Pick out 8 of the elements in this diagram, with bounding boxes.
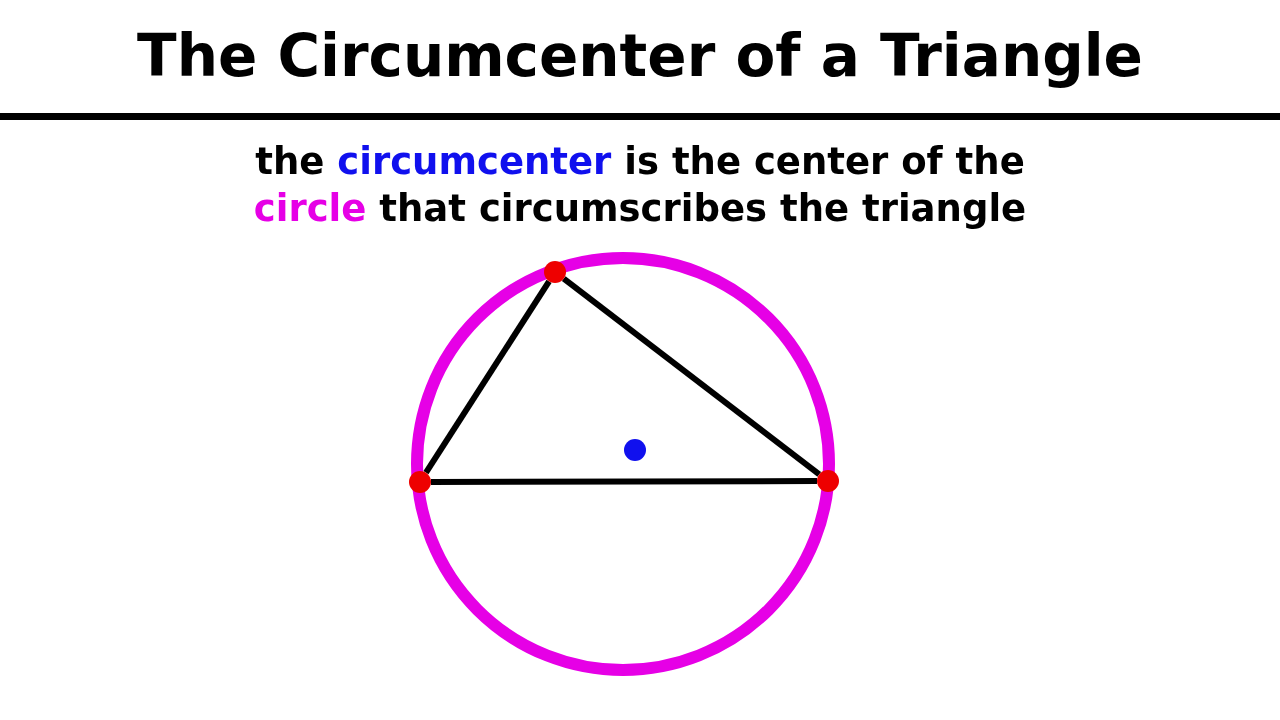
vertex-point xyxy=(817,470,839,492)
title: The Circumcenter of a Triangle xyxy=(136,21,1144,92)
vertex-point xyxy=(544,261,566,283)
triangle-side xyxy=(561,276,822,477)
definition-text: the circumcenter is the center of the circle that circumscribes the triangle xyxy=(252,139,1028,232)
triangle-side xyxy=(423,279,552,475)
vertex-point xyxy=(409,471,431,493)
triangle-side xyxy=(431,478,817,485)
